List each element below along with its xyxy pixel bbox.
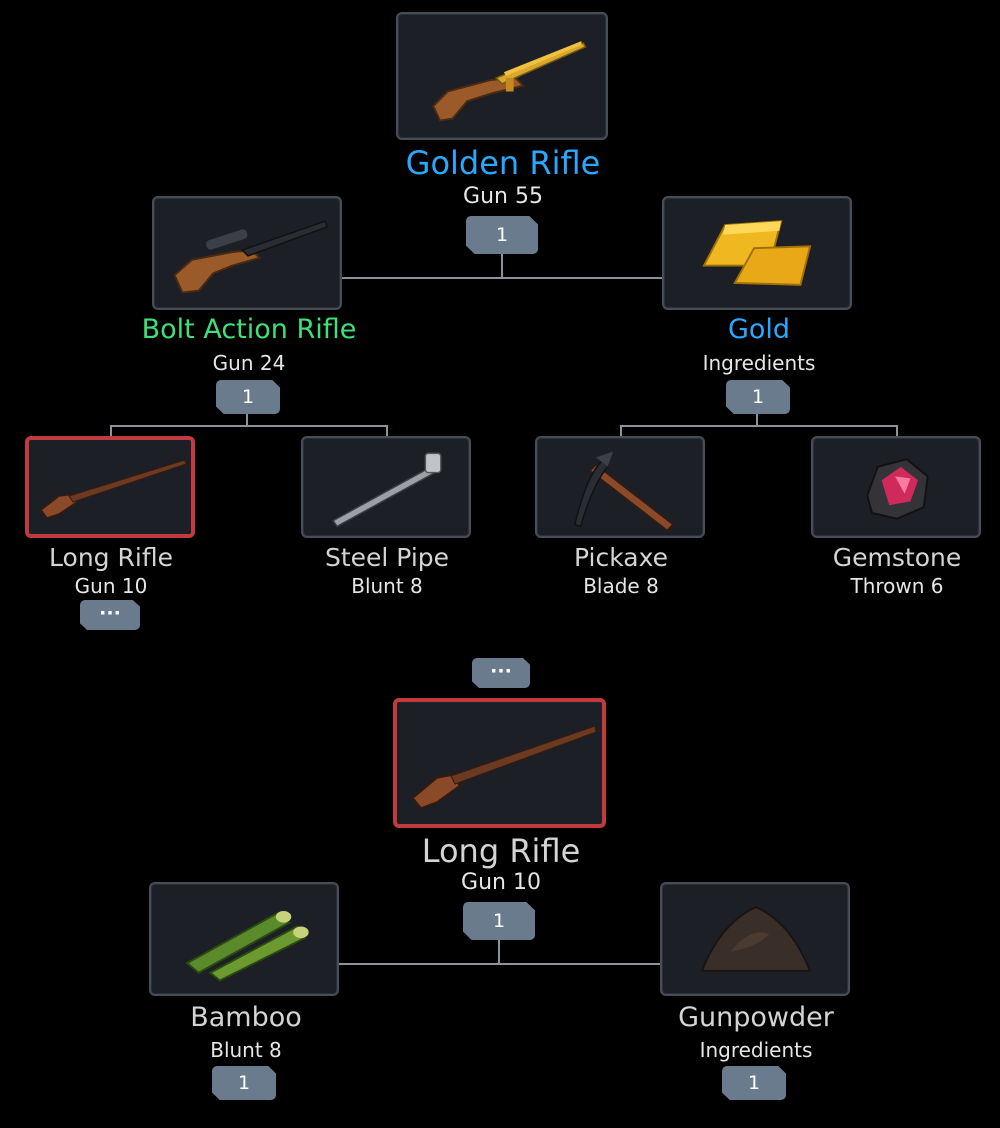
gunpowder-icon <box>700 906 812 972</box>
quantity-badge: 1 <box>722 1066 786 1100</box>
expand-more-button[interactable]: ··· <box>472 658 530 688</box>
long-rifle-icon <box>411 725 597 809</box>
gemstone-icon <box>866 458 929 520</box>
item-name-steel-pipe: Steel Pipe <box>324 543 450 572</box>
pickaxe-icon <box>573 451 674 532</box>
connector-line <box>246 412 248 426</box>
quantity-badge: 1 <box>726 380 790 414</box>
quantity-badge: 1 <box>212 1066 276 1100</box>
expand-more-button[interactable]: ··· <box>80 600 140 630</box>
item-card-steel-pipe[interactable] <box>301 436 471 538</box>
item-name-bolt-action-rifle: Bolt Action Rifle <box>141 314 357 345</box>
item-name-golden-rifle: Golden Rifle <box>405 144 601 182</box>
item-name-bamboo: Bamboo <box>190 1002 302 1033</box>
connector-line <box>386 425 388 437</box>
item-card-golden-rifle[interactable] <box>396 12 608 140</box>
connector-line <box>501 252 503 278</box>
item-card-gemstone[interactable] <box>811 436 981 538</box>
item-name-gemstone: Gemstone <box>832 543 962 572</box>
bamboo-icon <box>185 911 309 982</box>
connector-line <box>110 425 112 437</box>
item-card-pickaxe[interactable] <box>535 436 705 538</box>
steel-pipe-icon <box>332 452 442 528</box>
connector-line <box>110 425 388 427</box>
item-category-pickaxe: Blade 8 <box>583 574 659 598</box>
item-card-gunpowder[interactable] <box>660 882 850 996</box>
quantity-badge: 1 <box>216 380 280 414</box>
item-category-gold: Ingredients <box>702 351 816 375</box>
item-name-gold: Gold <box>727 314 791 345</box>
item-category-bolt-action-rifle: Gun 24 <box>212 351 286 375</box>
item-category-steel-pipe: Blunt 8 <box>351 574 423 598</box>
connector-line <box>896 425 898 437</box>
item-card-long-rifle[interactable] <box>25 436 195 538</box>
connector-line <box>756 412 758 426</box>
connector-line <box>340 277 665 279</box>
quantity-badge: 1 <box>463 902 535 940</box>
connector-line <box>338 963 662 965</box>
quantity-badge: 1 <box>466 216 538 254</box>
bolt-action-rifle-icon <box>173 220 328 294</box>
item-name-long-rifle: Long Rifle <box>49 543 173 572</box>
golden-rifle-icon <box>432 41 587 122</box>
long-rifle-icon <box>39 459 187 519</box>
connector-line <box>498 939 500 965</box>
item-card-long-rifle-detail[interactable] <box>393 698 606 828</box>
item-category-golden-rifle: Gun 55 <box>463 184 543 209</box>
item-category-long-rifle: Gun 10 <box>74 574 148 598</box>
item-category-bamboo: Blunt 8 <box>210 1038 282 1062</box>
item-name-gunpowder: Gunpowder <box>678 1002 834 1033</box>
gold-bars-icon <box>702 220 812 286</box>
connector-line <box>620 425 622 437</box>
connector-line <box>620 425 898 427</box>
item-category-gemstone: Thrown 6 <box>850 574 944 598</box>
item-card-gold[interactable] <box>662 196 852 310</box>
item-name-pickaxe: Pickaxe <box>574 543 668 572</box>
item-card-bamboo[interactable] <box>149 882 339 996</box>
item-card-bolt-action-rifle[interactable] <box>152 196 342 310</box>
item-category-gunpowder: Ingredients <box>699 1038 813 1062</box>
item-category-long-rifle-detail: Gun 10 <box>461 870 541 895</box>
item-name-long-rifle-detail: Long Rifle <box>421 832 581 870</box>
